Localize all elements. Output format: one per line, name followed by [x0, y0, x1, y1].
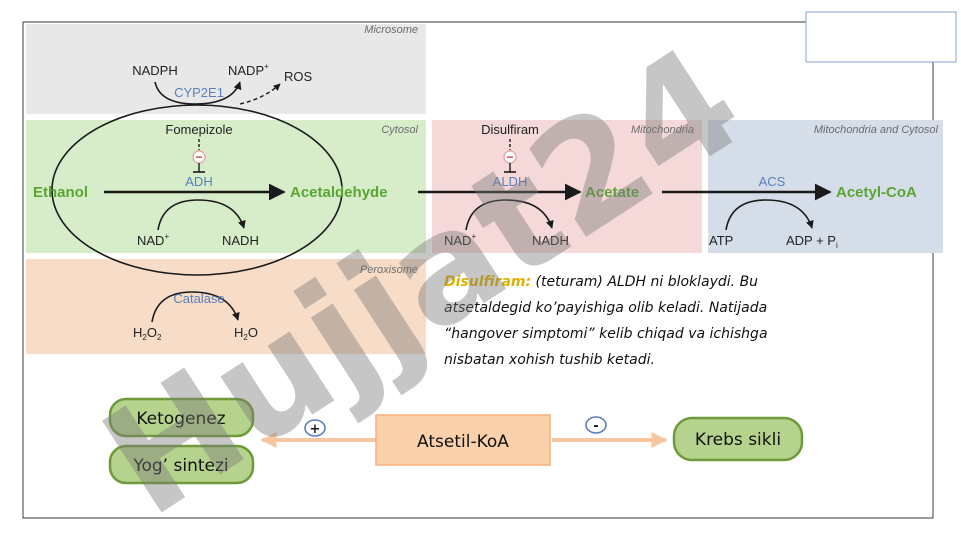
ros-label: ROS	[284, 69, 313, 84]
ketogenez-label: Ketogenez	[136, 409, 225, 429]
ketogenez-pill	[108, 397, 255, 438]
aldh-label: ALDH	[493, 174, 528, 189]
acetaldehyde-label: Acetaldehyde	[290, 184, 388, 201]
acetate-label: Acetate	[585, 184, 639, 201]
catalase-arc	[151, 291, 240, 323]
disulfiram-label: Disulfiram	[481, 122, 539, 137]
nadh-aldh-label: NADH	[532, 233, 569, 248]
adh-minus: −	[195, 150, 202, 164]
cytosol-label: Cytosol	[381, 124, 418, 136]
nad-aldh-label: NAD+	[444, 232, 476, 248]
atsetil-koa-box	[375, 414, 551, 466]
microsome-label: Microsome	[364, 24, 418, 36]
ethanol-label: Ethanol	[33, 184, 88, 201]
plus-badge	[304, 419, 326, 437]
disulfiram-note-line3: “hangover simptomi” kelib chiqad va ichi…	[444, 326, 768, 342]
ros-dashed-arrow	[239, 83, 281, 105]
mito-cytosol-label: Mitochondria and Cytosol	[814, 124, 939, 136]
adh-cofactor-arc	[157, 199, 246, 231]
krebs-label: Krebs sikli	[695, 430, 781, 450]
yog-sintezi-label: Yog’ sintezi	[132, 456, 228, 476]
cyp2e1-label: CYP2E1	[174, 85, 224, 100]
fomepizole-label: Fomepizole	[165, 122, 232, 137]
aldh-minus: −	[506, 150, 513, 164]
disulfiram-note-line4: nisbatan xohish tushib ketadi.	[444, 352, 655, 368]
mitochondria-label: Mitochondria	[631, 124, 694, 136]
h2o-label: H2O	[234, 325, 258, 342]
krebs-pill	[672, 416, 804, 462]
nad-adh-label: NAD+	[137, 232, 169, 248]
h2o2-label: H2O2	[133, 325, 162, 342]
cyp2e1-arc	[154, 81, 242, 105]
acs-cofactor-arc	[725, 199, 814, 231]
adp-label: ADP + Pi	[786, 233, 838, 250]
corner-box	[805, 11, 957, 63]
minus-sign: -	[593, 419, 598, 434]
microsome-region	[26, 24, 426, 114]
peroxisome-label: Peroxisome	[360, 264, 418, 276]
acs-label: ACS	[759, 174, 786, 189]
cytosol-region	[26, 120, 426, 253]
catalase-label: Catalase	[173, 291, 224, 306]
disulfiram-note-line1: Disulfiram: (teturam) ALDH ni bloklaydi.…	[444, 274, 758, 290]
nadh-adh-label: NADH	[222, 233, 259, 248]
disulfiram-note-line2: atsetaldegid ko’payishiga olib keladi. N…	[444, 300, 767, 316]
atsetil-koa-label: Atsetil-KoA	[417, 432, 509, 452]
aldh-cofactor-arc	[465, 199, 554, 231]
nadph-label: NADPH	[132, 63, 178, 78]
pathway-loop	[51, 104, 343, 276]
atp-label: ATP	[709, 233, 733, 248]
minus-badge	[585, 416, 607, 434]
yog-sintezi-pill	[108, 444, 255, 485]
nadp-label: NADP+	[228, 62, 269, 78]
adh-label: ADH	[185, 174, 212, 189]
slide-frame	[22, 21, 934, 519]
plus-sign: +	[310, 422, 321, 437]
acetyl-coa-label: Acetyl-CoA	[836, 184, 917, 201]
peroxisome-region	[26, 259, 426, 354]
